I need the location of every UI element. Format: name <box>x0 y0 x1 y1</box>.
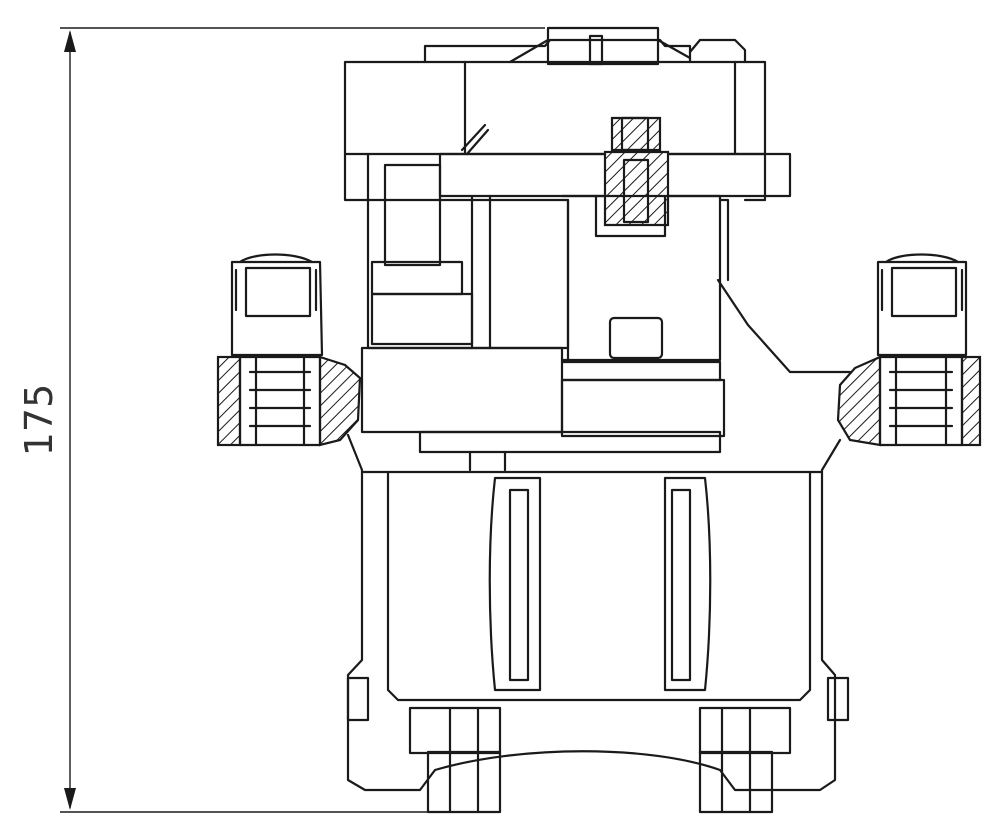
left-guide-pin <box>216 253 362 447</box>
caliper-body <box>346 433 850 792</box>
dimension-label: 175 <box>17 384 61 457</box>
height-dimension: 175 <box>17 27 545 813</box>
cylinder-body <box>418 194 852 472</box>
inner-blocks <box>360 163 570 434</box>
upper-housing <box>343 60 792 202</box>
right-guide-pin <box>836 253 982 447</box>
dimension-arrow-bottom <box>64 788 76 810</box>
dimension-arrow-top <box>64 30 76 52</box>
bottom-feet <box>408 706 792 814</box>
top-connector <box>423 26 747 66</box>
center-valve <box>594 116 670 238</box>
